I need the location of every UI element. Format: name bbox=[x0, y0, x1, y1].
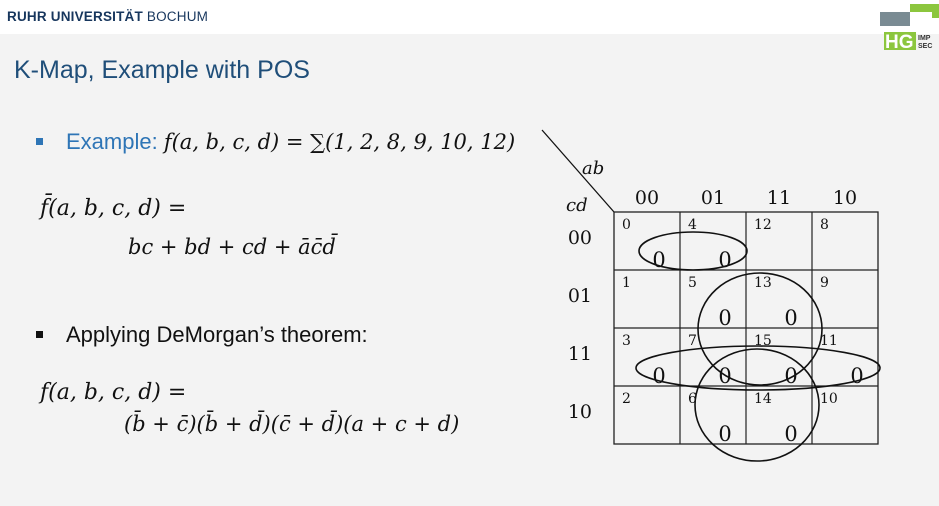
kmap-cell-index: 10 bbox=[820, 391, 838, 407]
kmap-row-header: 01 bbox=[568, 285, 592, 307]
group-loop-cd bbox=[635, 345, 881, 391]
kmap-cell-index: 7 bbox=[688, 333, 697, 349]
kmap-grid bbox=[613, 211, 879, 445]
group-loop-a0-b-c-d bbox=[638, 231, 748, 271]
kmap-zero-entry: 0 bbox=[784, 422, 797, 446]
bullet-marker bbox=[36, 331, 43, 338]
hgi-logo: HG IMP SEC bbox=[880, 4, 939, 50]
svg-text:IMP: IMP bbox=[918, 35, 931, 42]
svg-text:HG: HG bbox=[885, 32, 914, 50]
kmap-zero-entry: 0 bbox=[652, 364, 665, 388]
kmap-col-header: 01 bbox=[701, 187, 725, 209]
fbar-line-1: f̄(a, b, c, d) = bbox=[40, 196, 187, 221]
kmap-cell-index: 13 bbox=[754, 275, 772, 291]
kmap-zero-entry: 0 bbox=[784, 364, 797, 388]
f-line-2: (b̄ + c̄)(b̄ + d̄)(c̄ + d̄)(a + c + d) bbox=[124, 412, 460, 436]
kmap-cell-index: 11 bbox=[820, 333, 838, 349]
kmap-cell-index: 0 bbox=[622, 217, 631, 233]
kmap-cell-index: 9 bbox=[820, 275, 829, 291]
demorgan-bullet: Applying DeMorgan’s theorem: bbox=[66, 322, 368, 347]
kmap-col-header: 11 bbox=[767, 187, 791, 209]
kmap-cell-index: 14 bbox=[754, 391, 772, 407]
cd-label: cd bbox=[566, 195, 588, 216]
kmap-row-header: 10 bbox=[568, 401, 592, 423]
kmap-cell-index: 5 bbox=[688, 275, 697, 291]
kmap-zero-entry: 0 bbox=[784, 306, 797, 330]
kmap-zero-entry: 0 bbox=[718, 422, 731, 446]
kmap-row-header: 11 bbox=[568, 343, 592, 365]
example-label: Example: bbox=[66, 129, 158, 154]
kmap-col-header: 10 bbox=[833, 187, 857, 209]
kmap-zero-entry: 0 bbox=[718, 306, 731, 330]
kmap-diagonal bbox=[541, 129, 615, 213]
kmap-cell-index: 12 bbox=[754, 217, 772, 233]
kmap-col-header: 00 bbox=[635, 187, 659, 209]
svg-text:SEC: SEC bbox=[918, 43, 932, 50]
header-bar: RUHR UNIVERSITÄT BOCHUM bbox=[0, 0, 939, 34]
kmap-row-header: 00 bbox=[568, 227, 592, 249]
kmap-cell-index: 4 bbox=[688, 217, 697, 233]
kmap-zero-entry: 0 bbox=[652, 248, 665, 272]
kmap-cell-index: 2 bbox=[622, 391, 631, 407]
kmap-zero-entry: 0 bbox=[850, 364, 863, 388]
kmap-loops bbox=[635, 231, 881, 462]
kmap-cell-index: 3 bbox=[622, 333, 631, 349]
kmap-cell-index: 6 bbox=[688, 391, 697, 407]
f-line-1: f(a, b, c, d) = bbox=[40, 380, 187, 405]
university-name: RUHR UNIVERSITÄT BOCHUM bbox=[7, 9, 209, 24]
kmap-cell-index: 15 bbox=[754, 333, 772, 349]
slide-title: K-Map, Example with POS bbox=[14, 56, 310, 84]
fbar-line-2: bc + bd + cd + āc̄d̄ bbox=[128, 235, 336, 259]
example-formula: f(a, b, c, d) = ∑(1, 2, 8, 9, 10, 12) bbox=[163, 130, 516, 154]
ab-label: ab bbox=[582, 158, 604, 179]
kmap-cell-index: 8 bbox=[820, 217, 829, 233]
group-loop-bc bbox=[694, 348, 820, 462]
kmap-zero-entry: 0 bbox=[718, 248, 731, 272]
bullet-marker bbox=[36, 138, 43, 145]
group-loop-bd bbox=[697, 272, 823, 386]
kmap-cell-index: 1 bbox=[622, 275, 631, 291]
example-bullet: Example: f(a, b, c, d) = ∑(1, 2, 8, 9, 1… bbox=[66, 129, 515, 155]
